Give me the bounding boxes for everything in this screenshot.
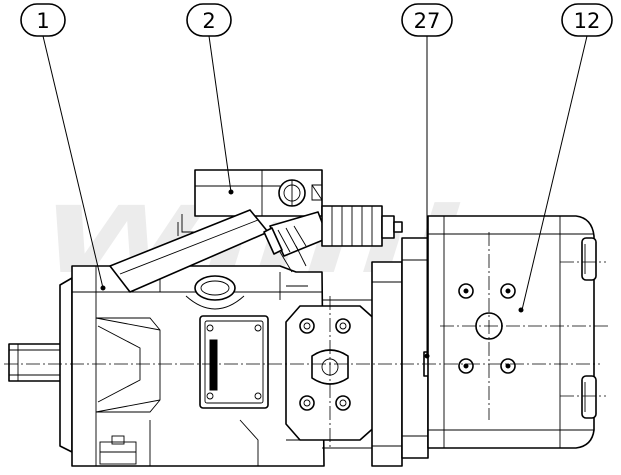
leader-2: [208, 35, 232, 193]
callout-27-label: 27: [414, 9, 441, 33]
callout-12: 12: [561, 3, 613, 37]
rear-gear-pump: [427, 215, 597, 449]
callout-1-label: 1: [36, 9, 49, 33]
leader-12: [521, 35, 588, 311]
leader-dot-27: [424, 353, 430, 359]
main-housing: [8, 265, 325, 467]
leader-1: [42, 35, 104, 289]
leader-dot-1: [100, 285, 106, 291]
callout-2-label: 2: [202, 9, 215, 33]
callout-1: 1: [20, 3, 66, 37]
control-valve: [109, 169, 403, 293]
callout-2: 2: [186, 3, 232, 37]
leader-dot-2: [228, 189, 234, 195]
adapter-flange: [285, 299, 379, 449]
callout-27: 27: [401, 3, 453, 37]
callout-12-label: 12: [574, 9, 601, 33]
